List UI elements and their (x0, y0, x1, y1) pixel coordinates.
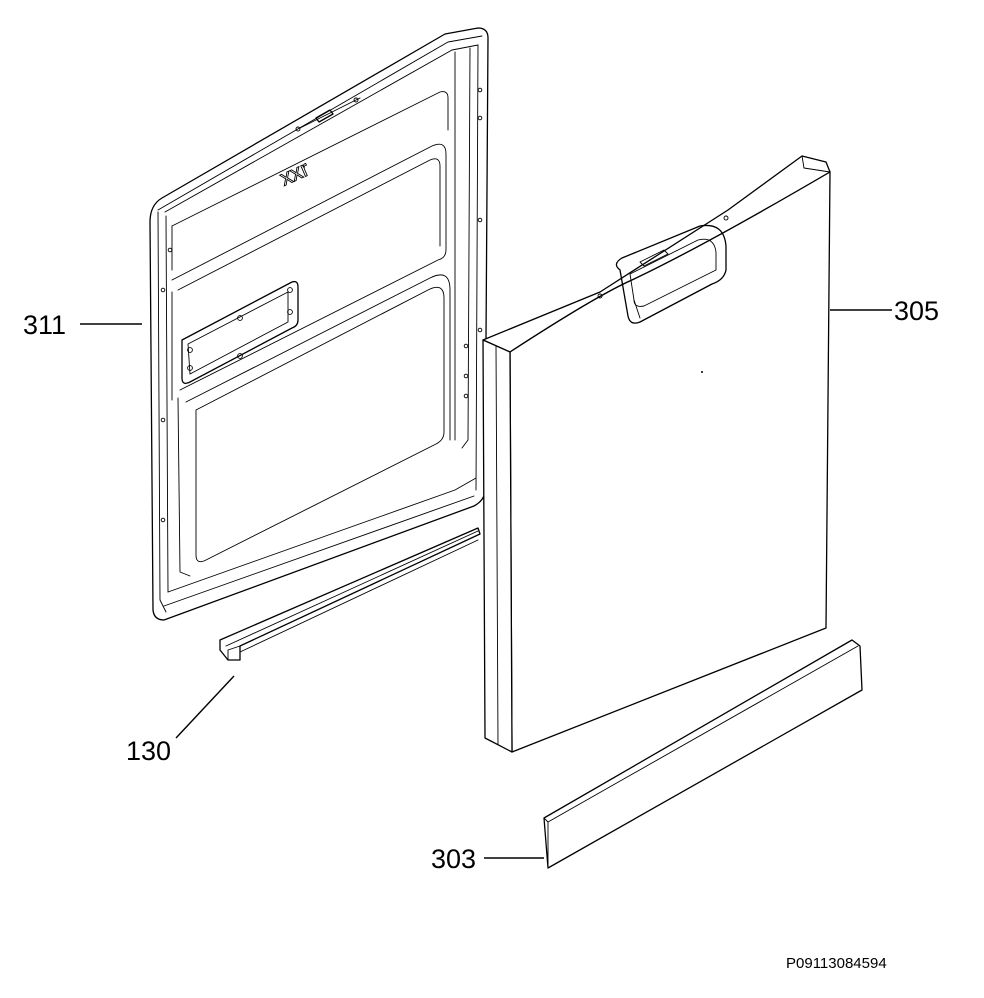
kick-plate-part (543, 639, 863, 869)
label-130: 130 (126, 736, 172, 766)
inner-door-part (149, 27, 489, 621)
label-305: 305 (894, 296, 940, 326)
label-303: 303 (431, 844, 477, 874)
document-code: P09113084594 (786, 955, 887, 972)
outer-panel-part (482, 155, 831, 753)
label-311: 311 (23, 310, 67, 340)
leader-130 (175, 675, 235, 739)
seal-strip-part (219, 527, 481, 661)
